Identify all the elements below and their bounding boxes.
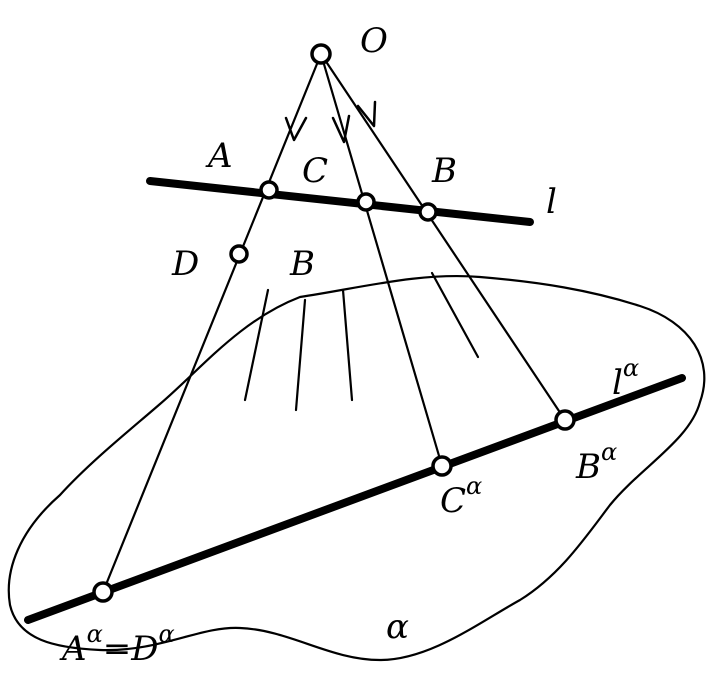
label-A-alpha-D-alpha: Aα=Dα — [59, 620, 175, 669]
label-B: B — [431, 151, 457, 191]
ray-O-A — [101, 52, 323, 594]
hatch-line — [341, 288, 354, 402]
point-C — [356, 192, 376, 212]
label-plane-alpha: α — [386, 607, 409, 647]
point-B-alpha — [554, 409, 576, 431]
point-D — [229, 244, 249, 264]
point-O — [310, 43, 332, 65]
arrow-icon — [331, 114, 351, 144]
label-beta: B — [289, 244, 315, 284]
point-C-alpha — [431, 455, 453, 477]
line-l — [146, 177, 534, 226]
label-O: O — [360, 21, 388, 61]
hatch-line — [294, 298, 307, 412]
arrow-icon — [356, 100, 377, 128]
line-l-alpha — [24, 374, 686, 624]
hatch-line — [430, 271, 480, 359]
hatch-line — [243, 288, 270, 402]
point-B — [418, 202, 438, 222]
label-D: D — [171, 244, 199, 284]
label-l-alpha: lα — [612, 354, 639, 403]
ray-O-C — [319, 52, 444, 468]
plane-alpha-outline — [7, 274, 706, 662]
label-B-alpha: Bα — [575, 438, 617, 487]
label-C-alpha: Cα — [440, 472, 482, 521]
ray-O-B — [319, 52, 567, 422]
label-l: l — [546, 182, 557, 222]
point-A-alpha — [92, 581, 114, 603]
label-A: A — [205, 136, 233, 176]
point-A — [259, 180, 279, 200]
arrow-icon — [284, 116, 308, 142]
label-C: C — [302, 151, 328, 191]
